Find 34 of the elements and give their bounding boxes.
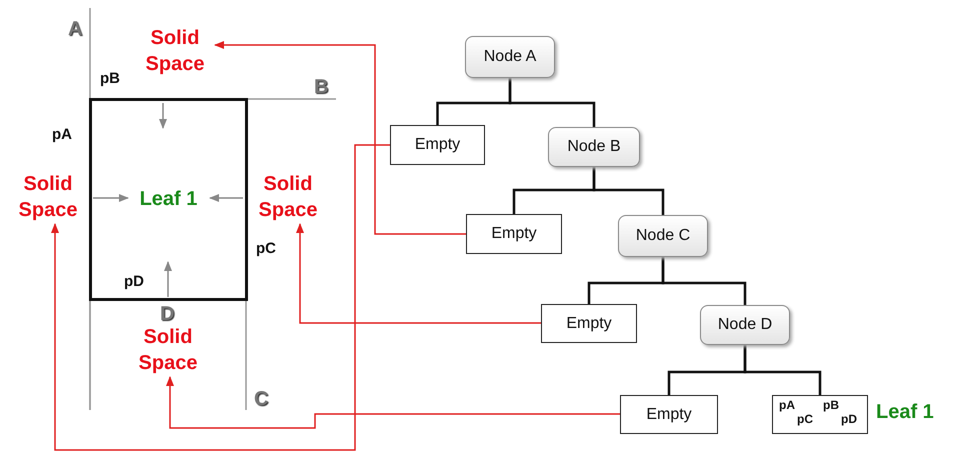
tree-node-box: Node B [548, 127, 640, 167]
point-label: pD [841, 412, 857, 426]
arrow [166, 376, 620, 429]
point-label: pA [779, 398, 795, 412]
region-label: Solid Space [250, 170, 326, 224]
arrow [296, 223, 541, 324]
plane-label: B [314, 76, 328, 99]
plane-label: D [160, 303, 174, 326]
region-label: Solid Space [10, 170, 86, 224]
plane-label: C [254, 388, 268, 411]
leaf-caption: Leaf 1 [876, 401, 934, 424]
polygon-label: pA [52, 126, 72, 143]
tree-connector [662, 257, 746, 305]
plane-label: A [68, 18, 82, 41]
empty-leaf-box: Empty [620, 395, 718, 434]
tree-node-box: Node D [700, 305, 790, 345]
arrow [51, 144, 390, 451]
polygon-label: pC [256, 240, 276, 257]
point-label: pC [797, 412, 813, 426]
empty-leaf-box: Empty [466, 214, 562, 254]
polygon-label: pB [100, 70, 120, 87]
point-label: pB [823, 398, 839, 412]
leaf-box [772, 395, 868, 434]
region-label: Solid Space [135, 24, 215, 78]
tree-connector [508, 78, 596, 127]
empty-leaf-box: Empty [390, 125, 485, 165]
tree-connector [592, 167, 664, 215]
region-label: Solid Space [130, 323, 206, 377]
tree-connector [744, 345, 822, 395]
arrow [214, 41, 466, 235]
empty-leaf-box: Empty [541, 304, 637, 343]
polygon-label: pD [124, 273, 144, 290]
tree-node-box: Node C [618, 215, 708, 257]
tree-node-box: Node A [465, 36, 555, 78]
